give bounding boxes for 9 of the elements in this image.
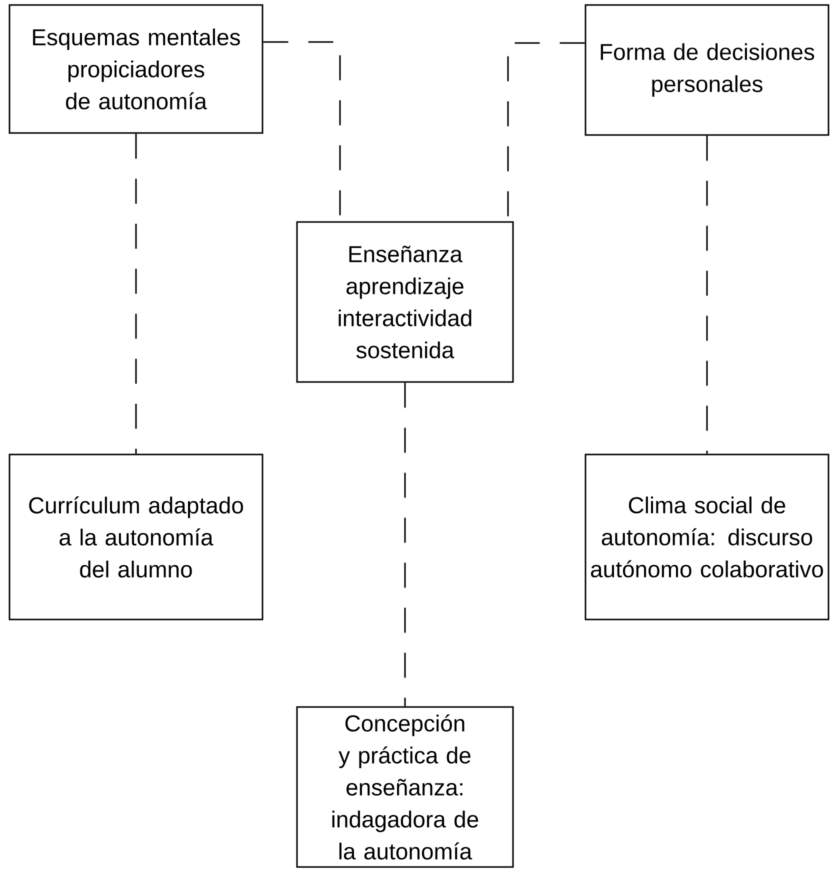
dashed-connector [135,134,137,454]
dashed-connector [706,136,708,454]
text-box: Currículum adaptado a la autonomía del alumno [8,454,264,620]
text-box: Esquemas mentales propiciadores de autonomía [8,4,264,134]
text-box: Clima social de autonomía: discurso autónomo colaborativo [584,454,830,620]
text-box: Concepción y práctica de enseñanza: indagadora de la autonomía [296,706,514,868]
text-box: Forma de decisiones personales [584,4,830,136]
dashed-connector [404,382,406,706]
text-box: Enseñanza aprendizaje interactividad sostenida [296,221,514,383]
